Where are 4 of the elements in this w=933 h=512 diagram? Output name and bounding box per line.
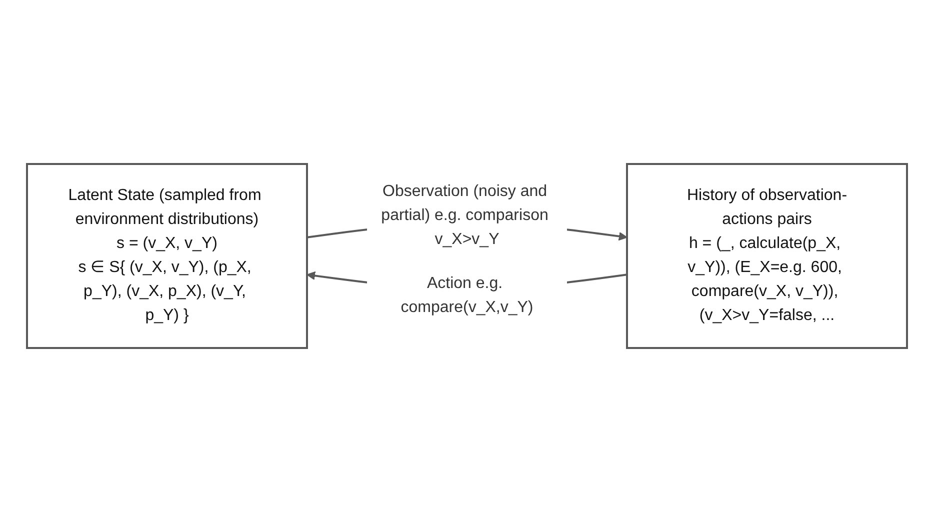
- edge-label: Observation (noisy and partial) e.g. comparison v_X>v_Y: [380, 183, 548, 248]
- node-box: Latent State (sampled from environment distributions) s = (v_X, v_Y) s ∈ S{ (v_X, v_Y), (p_X, p_Y), (v_X, p_X), (v_Y, p_Y) }: [26, 163, 308, 349]
- edge-label: Action e.g. compare(v_X,v_Y): [400, 275, 533, 316]
- node-box: History of observation-actions pairs h = (_, calculate(p_X, v_Y)), (E_X=e.g. 600, compare(v_X, v_Y)), (v_X>v_Y=false, ...: [626, 163, 908, 349]
